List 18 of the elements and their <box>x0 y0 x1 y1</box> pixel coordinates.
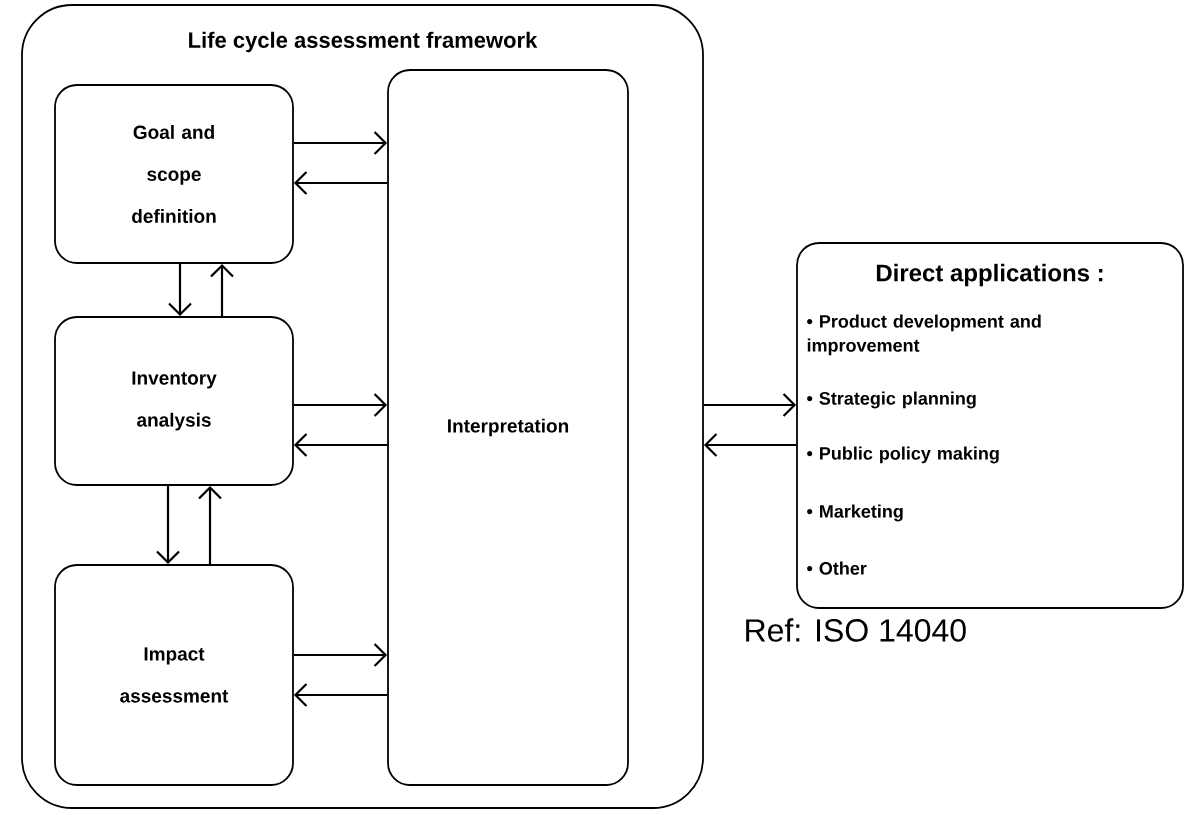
arrow <box>156 485 180 565</box>
process-box: Impact assessment <box>54 564 294 786</box>
process-box: Interpretation <box>387 69 629 786</box>
arrow <box>198 485 222 565</box>
arrow <box>293 131 388 155</box>
arrow <box>210 263 234 317</box>
process-box: Inventory analysis <box>54 316 294 486</box>
arrow <box>293 683 388 707</box>
reference-note: Ref: ISO 14040 <box>746 618 966 642</box>
arrow <box>293 433 388 457</box>
arrow <box>168 263 192 317</box>
arrow <box>293 171 388 195</box>
applications-box: Direct applications : • Product development and improvement • Strategic planning • Public policy making • Marketing • Other <box>796 242 1184 609</box>
arrow <box>703 393 797 417</box>
arrow <box>293 393 388 417</box>
arrow <box>703 433 797 457</box>
arrow <box>293 643 388 667</box>
process-box: Goal and scope definition <box>54 84 294 264</box>
